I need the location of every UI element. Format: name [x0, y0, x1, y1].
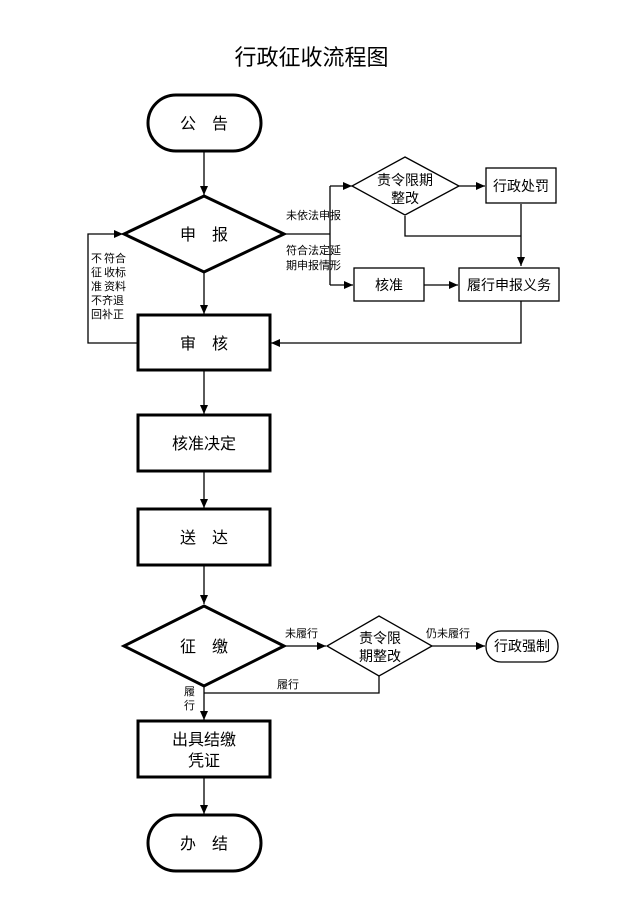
label-return-col1a: 不 [91, 252, 102, 265]
node-collect-label: 征 缴 [180, 637, 228, 656]
label-not-declared: 未依法申报 [286, 208, 341, 222]
edge-order-fix-fulfill [404, 216, 521, 237]
edge-fulfill-review [271, 301, 522, 347]
node-approve [353, 267, 425, 302]
edge-review-return [87, 230, 138, 344]
node-declare [120, 194, 288, 274]
label-return-col2a: 征 [91, 266, 102, 279]
node-fulfill-duty-label: 履行申报义务 [467, 278, 551, 294]
label-deferred-line2: 期申报情形 [286, 258, 341, 272]
label-fulfilled-right: 履行 [277, 678, 299, 691]
page-title: 行政征收流程图 [234, 46, 389, 71]
node-declare-label: 申 报 [180, 225, 228, 244]
label-not-fulfilled: 未履行 [285, 627, 318, 640]
node-certificate [136, 719, 272, 779]
node-fulfill-duty [458, 267, 560, 302]
node-order-fix-bottom-line2: 期整改 [359, 649, 401, 665]
node-order-fix-top-line1: 责令限期 [377, 173, 433, 189]
node-certificate-line1: 出具结缴 [172, 730, 236, 749]
node-approval-decision [136, 413, 272, 473]
label-deferred-line1: 符合法定延 [286, 243, 341, 257]
node-admin-penalty [485, 167, 557, 204]
label-still-not-fulfilled: 仍未履行 [426, 627, 470, 640]
node-announce [146, 93, 263, 153]
label-return-col1b: 符合 [104, 251, 126, 265]
node-finish-label: 办 结 [180, 834, 228, 853]
label-return-col3a: 准 [91, 280, 102, 293]
edges [87, 152, 525, 814]
label-fulfilled-down-1: 履 [184, 685, 195, 698]
node-certificate-line2: 凭证 [188, 751, 220, 770]
node-enforce [485, 630, 559, 663]
node-review-label: 审 核 [180, 334, 228, 353]
label-return-col4: 不齐退 [91, 293, 124, 307]
node-order-fix-top [350, 156, 461, 216]
label-return-col3b: 资料 [104, 279, 126, 293]
node-announce-label: 公 告 [180, 114, 228, 133]
node-admin-penalty-label: 行政处罚 [493, 179, 549, 195]
node-review [136, 313, 272, 372]
label-return-col2b: 收标 [104, 265, 126, 279]
edge-order-fix-fulfilled [204, 676, 380, 694]
node-deliver-label: 送 达 [180, 528, 228, 547]
node-order-fix-bottom [325, 615, 434, 677]
node-approval-decision-label: 核准决定 [172, 434, 236, 453]
node-order-fix-bottom-line1: 责令限 [359, 631, 401, 647]
node-collect [120, 604, 288, 688]
node-deliver [136, 507, 272, 567]
label-return-col5: 回补正 [91, 308, 124, 321]
node-enforce-label: 行政强制 [494, 639, 550, 655]
node-finish [146, 813, 263, 873]
node-approve-label: 核准 [375, 278, 403, 294]
label-fulfilled-down-2: 行 [184, 699, 195, 712]
node-order-fix-top-line2: 整改 [391, 191, 419, 207]
